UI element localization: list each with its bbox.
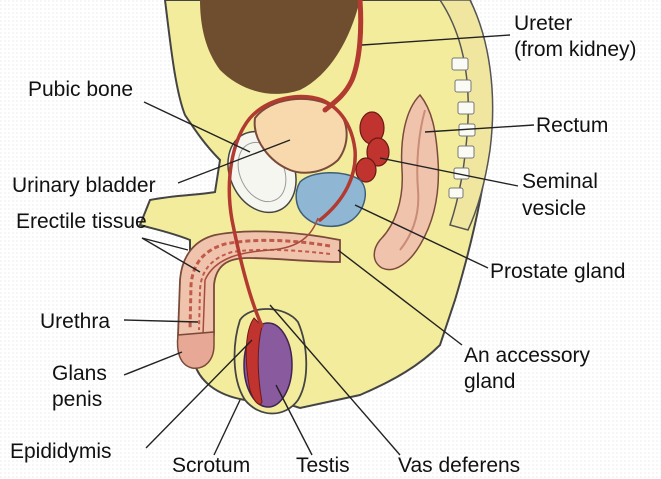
glans-penis-shape bbox=[178, 332, 214, 368]
label-ureter-sub: (from kidney) bbox=[514, 38, 637, 61]
label-epididymis: Epididymis bbox=[10, 440, 112, 463]
label-glans-sub: penis bbox=[52, 388, 102, 411]
label-testis: Testis bbox=[296, 454, 350, 477]
label-erectile-tissue: Erectile tissue bbox=[16, 210, 147, 233]
label-pubic-bone: Pubic bone bbox=[28, 78, 133, 101]
label-scrotum: Scrotum bbox=[172, 454, 250, 477]
label-prostate-gland: Prostate gland bbox=[490, 260, 625, 283]
label-accessory-gland: An accessory bbox=[464, 344, 591, 367]
label-glans: Glans bbox=[52, 362, 107, 385]
label-ureter: Ureter bbox=[514, 12, 572, 35]
label-rectum: Rectum bbox=[536, 114, 608, 137]
label-vas-deferens: Vas deferens bbox=[398, 454, 520, 477]
label-urinary-bladder: Urinary bladder bbox=[12, 174, 156, 197]
label-seminal-vesicle: Seminal bbox=[522, 170, 598, 193]
label-seminal-vesicle-sub: vesicle bbox=[522, 197, 586, 220]
label-accessory-gland-sub: gland bbox=[464, 370, 515, 393]
prostate-gland-shape bbox=[296, 173, 365, 227]
label-urethra: Urethra bbox=[40, 310, 110, 333]
